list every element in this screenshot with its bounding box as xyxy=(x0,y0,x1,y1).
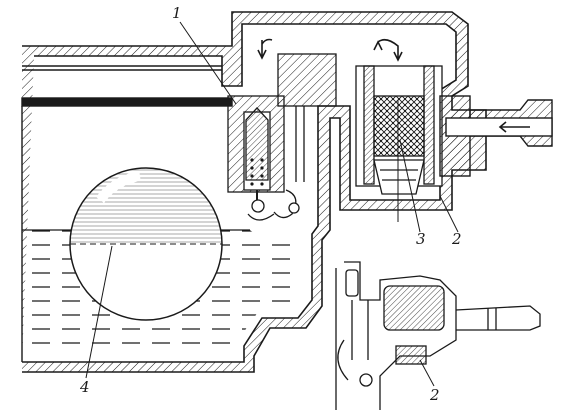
inset-external-view xyxy=(335,261,541,410)
top-cover xyxy=(257,38,403,107)
leader-lines xyxy=(85,21,459,387)
callout-2-bottom: 2 xyxy=(430,386,440,404)
callout-4: 4 xyxy=(80,378,90,396)
callout-3: 3 xyxy=(416,230,426,248)
fuel-filter xyxy=(355,65,443,222)
inlet-fitting xyxy=(439,95,553,177)
float xyxy=(69,167,223,321)
callout-2-top: 2 xyxy=(452,230,462,248)
needle-valve xyxy=(227,95,305,221)
callout-1: 1 xyxy=(172,4,182,22)
